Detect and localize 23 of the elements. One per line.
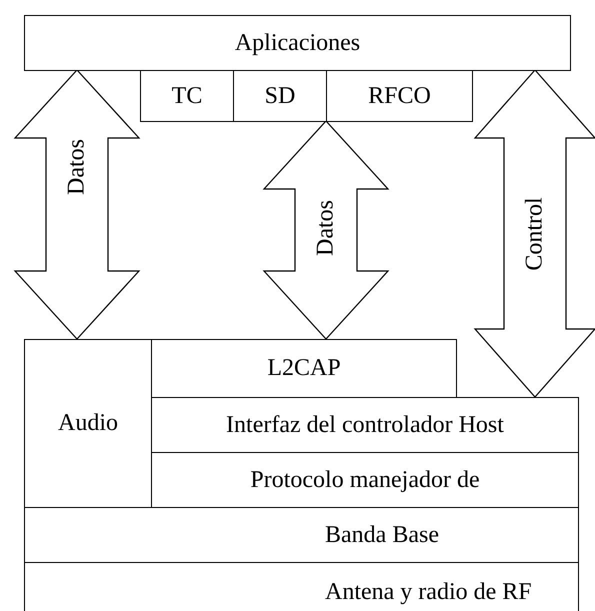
double-arrow	[14, 69, 140, 340]
layer-box	[24, 507, 579, 563]
layer-box	[326, 70, 473, 122]
layer-box	[24, 15, 571, 71]
layer-label: L2CAP	[267, 355, 341, 382]
layer-label: RFCO	[368, 82, 431, 110]
layer-box	[24, 339, 152, 508]
layer-label: Antena y radio de RF	[325, 578, 532, 606]
edge-label: Control	[522, 196, 548, 270]
layer-box	[24, 562, 579, 611]
layer-label: SD	[264, 82, 296, 110]
layer-label: Interfaz del controlador Host	[226, 412, 504, 438]
edge-label: Datos	[312, 200, 340, 256]
double-arrow	[262, 120, 390, 340]
layer-box	[151, 339, 457, 398]
layer-label: Banda Base	[325, 522, 439, 548]
double-arrow	[474, 69, 595, 398]
layer-label: Protocolo manejador de	[250, 466, 480, 494]
layer-box	[140, 70, 234, 122]
layer-label: TC	[172, 82, 202, 110]
layer-label: Aplicaciones	[234, 30, 360, 56]
edge-label: Datos	[64, 138, 90, 194]
layer-label: Audio	[58, 410, 118, 437]
